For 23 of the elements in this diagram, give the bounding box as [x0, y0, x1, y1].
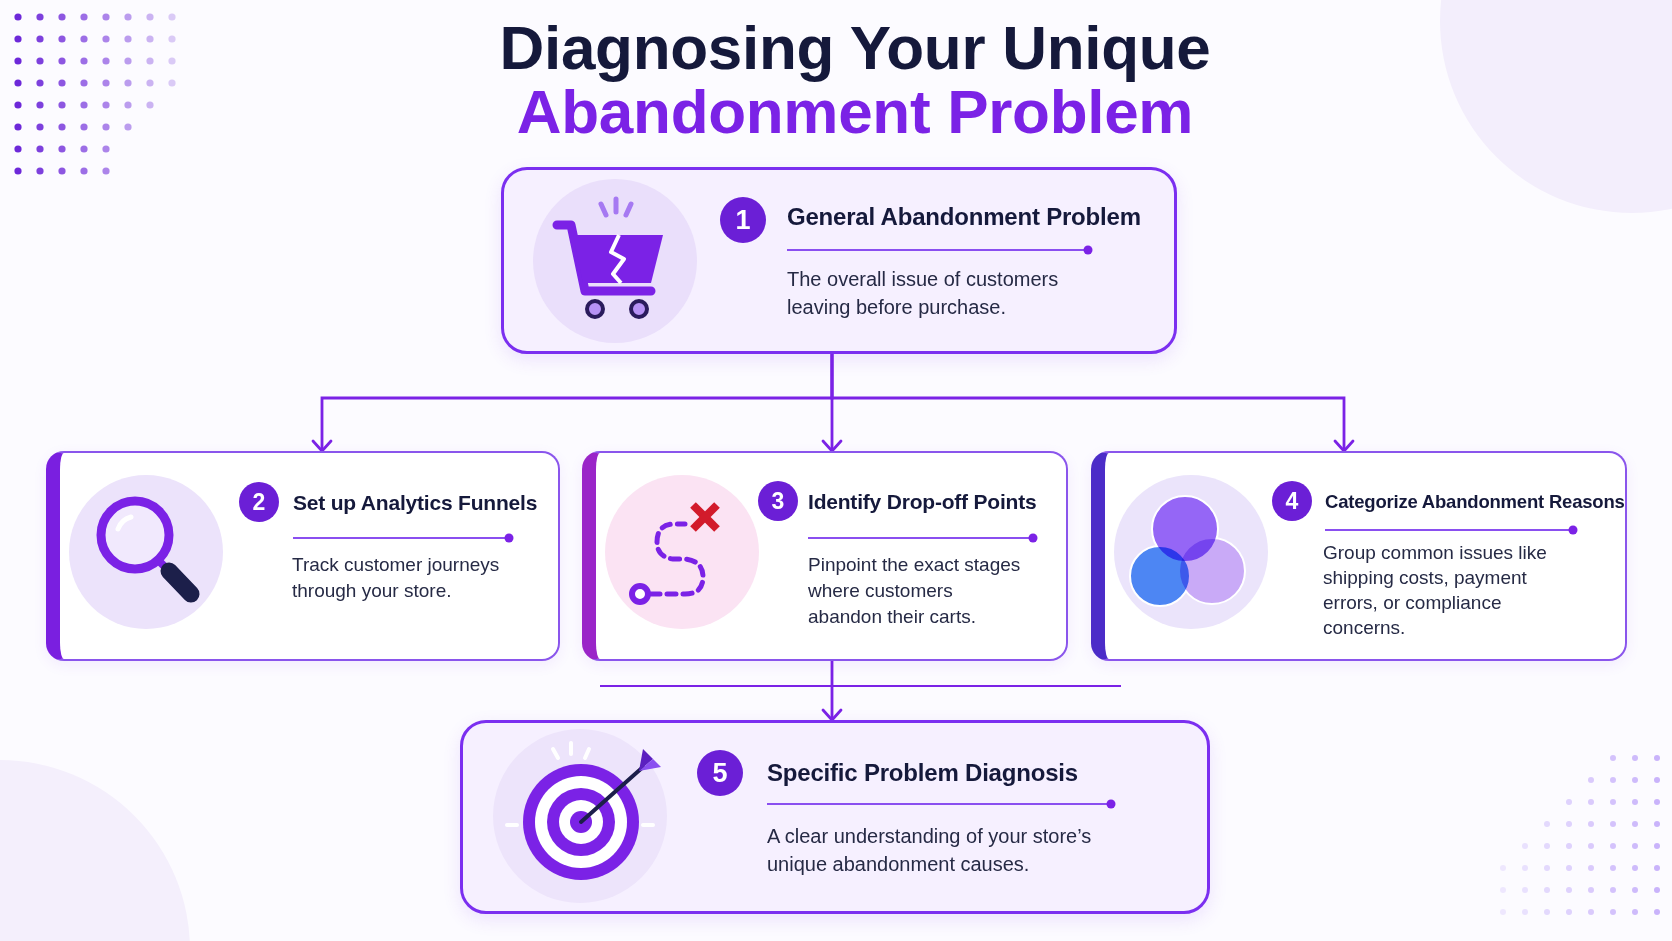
step-card [582, 451, 1068, 661]
step-description: Track customer journeys through your store. [292, 553, 501, 603]
step-number: 5 [697, 750, 743, 796]
step-number: 4 [1272, 481, 1312, 521]
step-title: Identify Drop-off Points [808, 489, 1037, 515]
step-title: Set up Analytics Funnels [293, 490, 538, 516]
step-title: Specific Problem Diagnosis [767, 759, 1078, 787]
step-card [1091, 451, 1627, 661]
step-number: 3 [758, 481, 798, 521]
step-description: A clear understanding of your store’s unique abandonment causes. [767, 824, 1093, 877]
step-number: 2 [239, 482, 279, 522]
arrow [830, 354, 1355, 453]
step-card [46, 451, 560, 661]
title: Diagnosing Your Unique Abandonment Problem [498, 16, 1212, 144]
step-description: Group common issues like shipping costs, payment errors, or compliance concerns. [1323, 541, 1548, 640]
step-number: 1 [720, 197, 766, 243]
arrow [821, 661, 843, 722]
summary-card [460, 720, 1210, 914]
step-description: Pinpoint the exact stages where customers abandon their carts. [808, 553, 1022, 629]
step-title: Categorize Abandonment Reasons [1325, 490, 1625, 514]
step-description: The overall issue of customers leaving before purchase. [787, 267, 1060, 320]
summary-card [501, 167, 1177, 354]
step-title: General Abandonment Problem [787, 203, 1141, 231]
